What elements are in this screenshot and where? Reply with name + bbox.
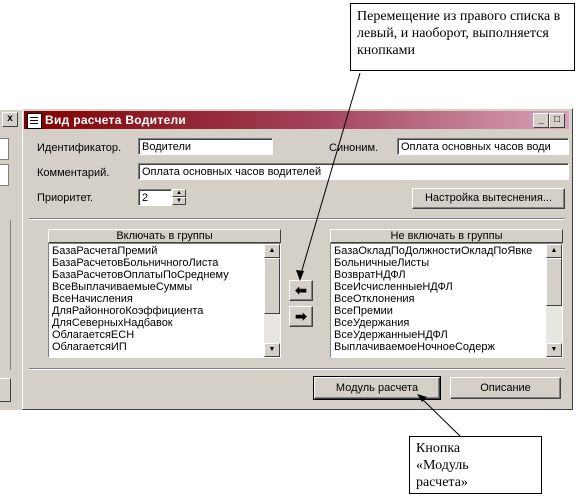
list-item[interactable]: БазаРасчетовОплатыПоСреднему [52, 269, 229, 281]
scroll-down-icon[interactable]: ▼ [264, 343, 280, 357]
arrow-right-icon: ➡ [295, 308, 307, 324]
annotation-line: «Модуль [416, 458, 469, 473]
arrow-left-icon: ⬅ [295, 282, 307, 298]
priority-stepper[interactable]: ▲ ▼ [172, 189, 186, 206]
document-icon [27, 113, 42, 129]
stepper-up-icon[interactable]: ▲ [172, 189, 186, 197]
list-item[interactable]: ВсеПремии [334, 305, 393, 317]
list-item[interactable]: БольничныеЛисты [334, 257, 430, 269]
transfer-annotation: Перемещение из правого списка в левый, и… [350, 3, 575, 71]
maximize-button[interactable]: □ [549, 113, 565, 128]
window-title: Вид расчета Водители [45, 113, 187, 127]
synonym-label: Синоним. [329, 142, 379, 154]
move-right-button[interactable]: ➡ [289, 306, 313, 327]
scroll-up-icon[interactable]: ▲ [264, 244, 280, 258]
scroll-thumb[interactable] [546, 258, 562, 306]
include-list-header: Включать в группы [48, 229, 281, 243]
comment-label: Комментарий. [37, 167, 110, 179]
exclude-list-header: Не включать в группы [330, 229, 563, 243]
priority-field[interactable]: 2 [138, 189, 172, 206]
list-item[interactable]: ВсеВыплачиваемыеСуммы [52, 281, 193, 293]
identifier-label: Идентификатор. [37, 142, 122, 154]
comment-field[interactable]: Оплата основных часов водителей [138, 163, 569, 180]
list-item[interactable]: ВсеУдержания [334, 317, 410, 329]
displacement-settings-button[interactable]: Настройка вытеснения... [412, 188, 565, 209]
list-item[interactable]: ВсеОтклонения [334, 293, 415, 305]
background-list-edge [0, 220, 11, 370]
background-field-edge [0, 164, 9, 186]
stepper-down-icon[interactable]: ▼ [172, 197, 186, 205]
scroll-thumb[interactable] [264, 258, 280, 314]
divider [29, 218, 565, 220]
minimize-button[interactable]: _ [533, 113, 549, 128]
list-item[interactable]: ОблагаетсяЕСН [52, 329, 135, 341]
move-left-button[interactable]: ⬅ [289, 280, 313, 301]
list-item[interactable]: БазаРасчетовБольничногоЛиста [52, 257, 219, 269]
annotation-line: Кнопка [416, 441, 461, 456]
list-item[interactable]: ВсеНачисления [52, 293, 133, 305]
title-bar[interactable]: Вид расчета Водители _ □ [24, 111, 569, 129]
list-item[interactable]: ВсеИсчисленныеНДФЛ [334, 281, 453, 293]
list-item[interactable]: ВсеУдержанныеНДФЛ [334, 329, 448, 341]
calc-type-window: Вид расчета Водители _ □ Идентификатор. … [22, 108, 573, 410]
list-item[interactable]: БазаРасчетаПремий [52, 245, 158, 257]
background-field-edge [0, 138, 9, 160]
scroll-up-icon[interactable]: ▲ [546, 244, 562, 258]
identifier-field[interactable]: Водители [138, 138, 273, 155]
list-item[interactable]: ВыплачиваемоеНочноеСодерж [334, 341, 495, 353]
include-list-scrollbar[interactable]: ▲ ▼ [264, 244, 280, 357]
list-item[interactable]: ДляРайонногоКоэффициента [52, 305, 204, 317]
scroll-down-icon[interactable]: ▼ [546, 343, 562, 357]
synonym-field[interactable]: Оплата основных часов води [397, 138, 569, 155]
calc-module-button[interactable]: Модуль расчета [313, 376, 441, 400]
background-button-edge[interactable] [0, 378, 11, 402]
background-close-button[interactable]: x [2, 112, 18, 127]
list-item[interactable]: ДляСеверныхНадбавок [52, 317, 173, 329]
list-item[interactable]: ВозвратНДФЛ [334, 269, 406, 281]
list-item[interactable]: БазаОкладПоДолжностиОкладПоЯвке [334, 245, 533, 257]
annotation-line: расчета» [416, 475, 468, 490]
list-item[interactable]: ОблагаетсяИП [52, 341, 127, 353]
description-button[interactable]: Описание [450, 377, 561, 399]
divider [29, 368, 565, 370]
exclude-list-scrollbar[interactable]: ▲ ▼ [546, 244, 562, 357]
calc-module-annotation: Кнопка «Модуль расчета» [409, 436, 542, 494]
priority-label: Приоритет. [37, 192, 94, 204]
